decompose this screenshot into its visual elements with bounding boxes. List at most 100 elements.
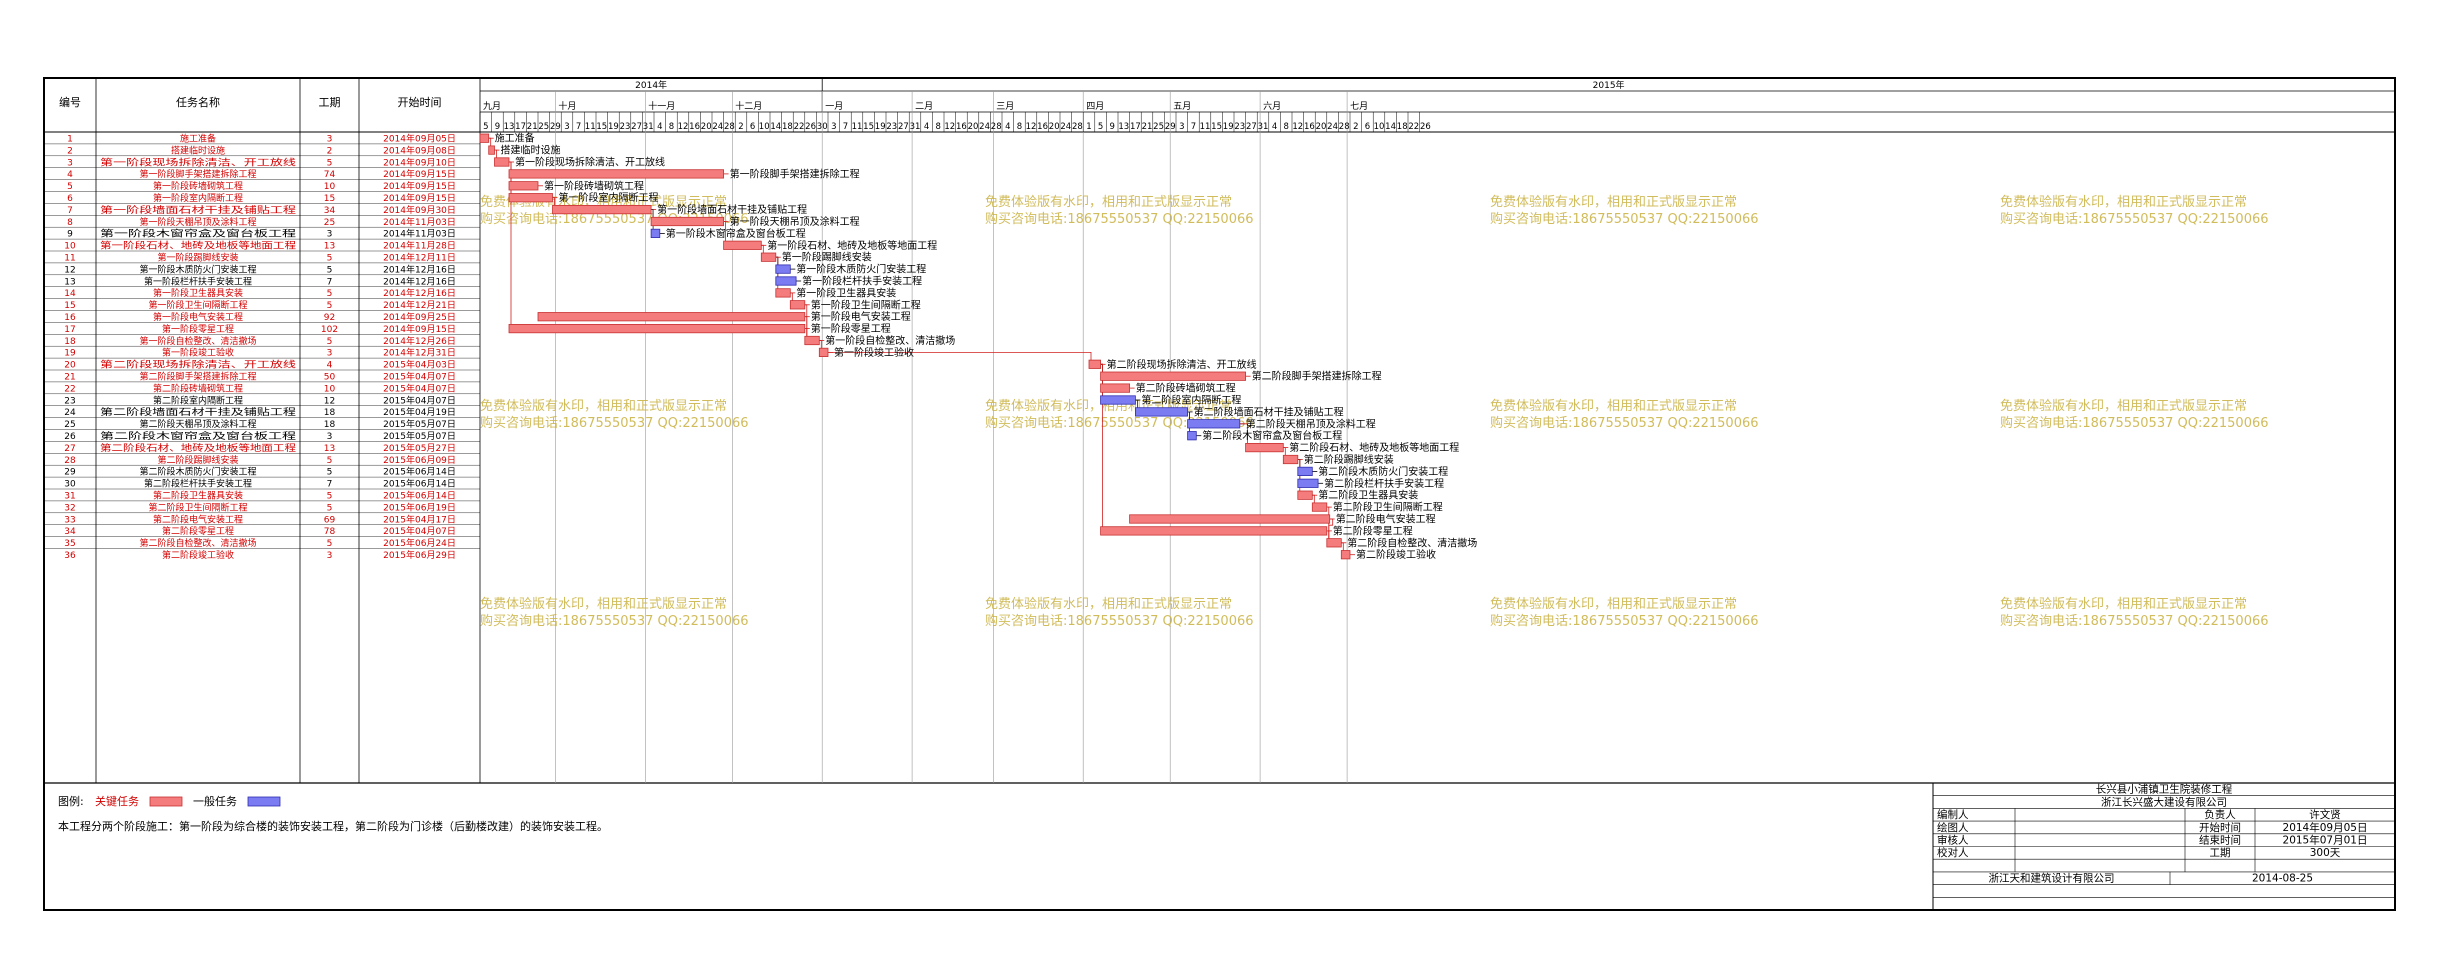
- dependency-link: [1312, 494, 1315, 503]
- day-label: 24: [979, 122, 990, 132]
- task-name: 施工准备: [180, 132, 216, 144]
- outer-frame: [43, 77, 2396, 911]
- task-start: 2014年09月15日: [383, 323, 456, 335]
- task-bar: [1297, 490, 1313, 500]
- task-bar: [537, 312, 806, 322]
- task-bar-label: 第一阶段脚手架搭建拆除工程: [730, 167, 860, 180]
- task-start: 2014年11月03日: [383, 228, 456, 240]
- task-id: 35: [64, 539, 75, 549]
- month-label: 二月: [915, 101, 933, 112]
- titleblock-value: 300天: [2310, 847, 2341, 859]
- task-bar-label: 第一阶段砖墙砌筑工程: [544, 179, 644, 192]
- watermark-line-1: 免费体验版有水印，相用和正式版显示正常: [1490, 398, 1737, 414]
- day-label: 8: [1017, 122, 1022, 132]
- watermark-line-1: 免费体验版有水印，相用和正式版显示正常: [985, 596, 1232, 612]
- day-label: 29: [550, 122, 561, 132]
- task-id: 21: [64, 372, 75, 382]
- watermark-line-1: 免费体验版有水印，相用和正式版显示正常: [1490, 194, 1737, 210]
- task-duration: 5: [327, 337, 333, 347]
- month-label: 九月: [483, 101, 501, 112]
- task-name: 第一阶段木窗帘盒及窗台板工程: [100, 228, 296, 240]
- titleblock-value: 2014年09月05日: [2283, 821, 2368, 834]
- watermark-line-1: 免费体验版有水印，相用和正式版显示正常: [480, 596, 727, 612]
- task-bar-label: 第二阶段现场拆除清洁、开工放线: [1107, 358, 1257, 371]
- day-label: 15: [863, 122, 874, 132]
- task-id: 18: [64, 337, 76, 347]
- task-bar: [723, 240, 762, 250]
- task-duration: 7: [327, 277, 333, 287]
- task-name: 第一阶段石材、地砖及地板等地面工程: [100, 240, 296, 252]
- task-id: 22: [64, 384, 75, 394]
- titleblock-company: 浙江长兴盛大建设有限公司: [2101, 795, 2227, 808]
- task-id: 12: [64, 265, 75, 275]
- dependency-link: [494, 149, 497, 158]
- dependency-link: [723, 221, 726, 242]
- task-name: 第一阶段砖墙砌筑工程: [153, 180, 243, 192]
- task-start: 2015年04月03日: [383, 359, 456, 371]
- titleblock-resp-header: 负责人: [2204, 808, 2236, 821]
- task-bar: [1282, 454, 1299, 465]
- task-bar-label: 第二阶段卫生器具安装: [1318, 489, 1418, 502]
- day-label: 23: [620, 122, 631, 132]
- day-label: 23: [1234, 122, 1245, 132]
- day-label: 16: [956, 122, 967, 132]
- titleblock-project: 长兴县小浦镇卫生院装修工程: [2096, 783, 2233, 796]
- day-label: 27: [1246, 122, 1257, 132]
- day-label: 26: [805, 122, 816, 132]
- task-bar-label: 第一阶段室内隔断工程: [559, 191, 659, 204]
- task-duration: 5: [327, 158, 333, 168]
- task-duration: 3: [327, 349, 333, 359]
- grid-lines: [43, 77, 2396, 911]
- day-label: 23: [886, 122, 897, 132]
- task-bar-label: 第二阶段电气安装工程: [1336, 513, 1436, 526]
- task-duration: 4: [327, 361, 333, 371]
- task-start: 2014年09月10日: [383, 156, 456, 168]
- task-duration: 5: [327, 503, 333, 513]
- task-name: 第二阶段电气安装工程: [153, 513, 243, 525]
- day-label: 16: [1037, 122, 1048, 132]
- task-bar: [789, 300, 806, 310]
- day-label: 31: [910, 122, 921, 132]
- task-start: 2015年04月07日: [383, 382, 456, 394]
- task-name: 搭建临时设施: [171, 144, 225, 156]
- task-start: 2015年06月09日: [383, 454, 456, 466]
- task-start: 2014年12月16日: [383, 287, 456, 299]
- day-label: 18: [782, 122, 793, 132]
- watermark-line-1: 免费体验版有水印，相用和正式版显示正常: [480, 398, 727, 414]
- day-label: 8: [1283, 122, 1288, 132]
- titleblock-designer: 浙江天和建筑设计有限公司: [1989, 872, 2115, 885]
- day-label: 2: [738, 122, 743, 132]
- task-bar-label: 第二阶段室内隔断工程: [1141, 394, 1241, 407]
- day-label: 24: [1327, 122, 1338, 132]
- month-label: 十二月: [735, 100, 762, 112]
- day-label: 6: [750, 122, 755, 132]
- dependency-link: [1326, 530, 1330, 539]
- day-label: 21: [1142, 122, 1153, 132]
- task-name: 第二阶段木质防火门安装工程: [139, 466, 256, 478]
- task-bar-label: 第二阶段踢脚线安装: [1304, 453, 1394, 466]
- task-name: 第一阶段踢脚线安装: [157, 251, 238, 263]
- task-id: 8: [67, 218, 73, 228]
- watermark-line-2: 购买咨询电话:18675550537 QQ:22150066: [1490, 613, 1759, 629]
- task-bar-label: 第二阶段墙面石材干挂及铺贴工程: [1194, 405, 1344, 418]
- day-label: 11: [852, 122, 863, 132]
- watermark-line-2: 购买咨询电话:18675550537 QQ:22150066: [1490, 415, 1759, 431]
- dependency-link: [761, 244, 764, 253]
- day-label: 24: [712, 122, 723, 132]
- task-bar: [650, 216, 724, 227]
- day-label: 11: [585, 122, 596, 132]
- task-start: 2014年09月25日: [383, 311, 456, 323]
- titleblock-role: 绘图人: [1937, 821, 1969, 834]
- task-id: 14: [64, 289, 76, 299]
- task-name: 第二阶段砖墙砌筑工程: [153, 382, 243, 394]
- day-label: 16: [1304, 122, 1315, 132]
- dependency-link: [509, 161, 512, 325]
- legend-critical-label: 关键任务: [95, 794, 139, 808]
- task-bar: [1297, 466, 1313, 477]
- task-bar: [1100, 395, 1136, 405]
- task-bar-label: 第一阶段天棚吊顶及涂料工程: [730, 215, 860, 228]
- task-bar: [818, 347, 829, 358]
- titleblock-field: 结束时间: [2199, 834, 2241, 847]
- day-label: 13: [1118, 122, 1129, 132]
